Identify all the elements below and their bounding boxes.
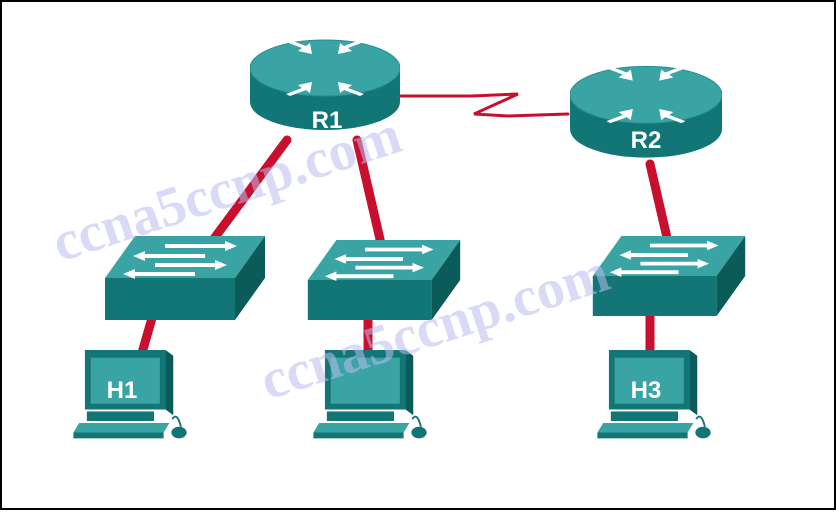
router-r2[interactable]: R2: [570, 65, 722, 159]
switch-icon[interactable]: [592, 236, 746, 316]
host-h3[interactable]: H3: [596, 350, 712, 440]
host-h3-label: H3: [631, 377, 662, 404]
serial-link-r1-r2: [396, 92, 570, 118]
router-r1-label: R1: [312, 107, 343, 134]
router-r1[interactable]: R1: [250, 39, 400, 134]
router-r2-label: R2: [631, 127, 662, 154]
link-r2-sw3: [645, 159, 673, 247]
host-h1-label: H1: [107, 377, 138, 404]
host-h1[interactable]: H1: [72, 350, 188, 440]
link-r1-sw2: [352, 135, 387, 253]
link-r1-sw1: [205, 135, 292, 249]
